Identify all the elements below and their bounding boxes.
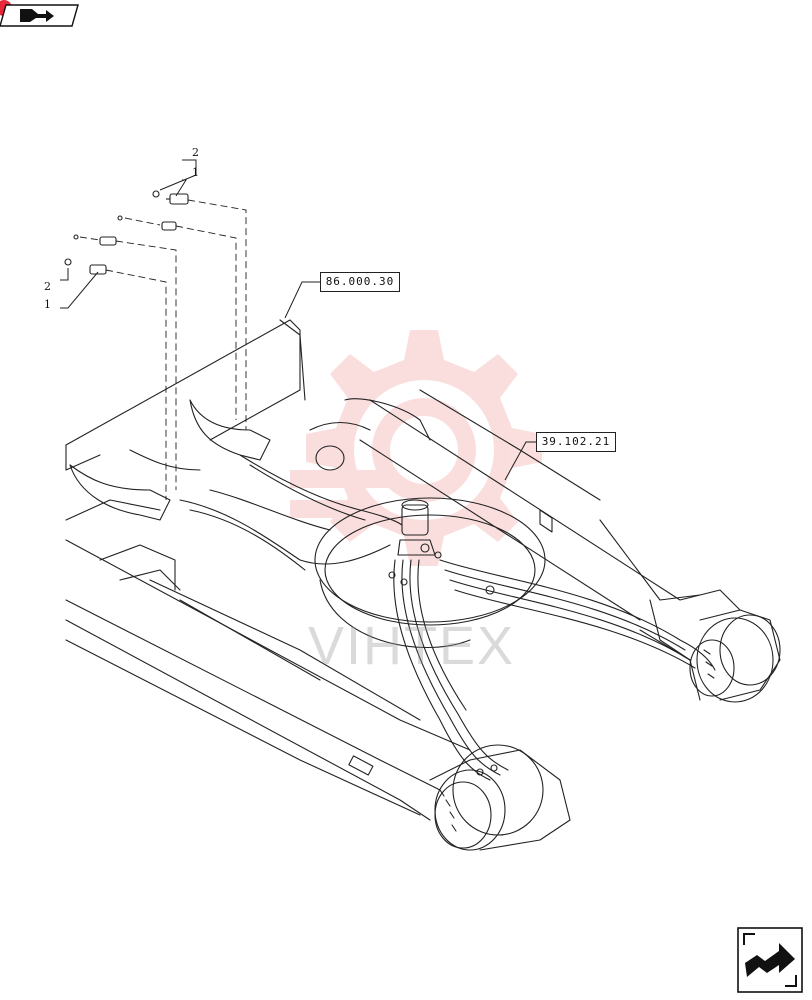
gear-logo-icon <box>290 330 542 566</box>
reference-callout-86-000-30[interactable]: 86.000.30 <box>320 272 400 292</box>
item-number-1-lower: 1 <box>44 298 51 311</box>
watermark-text: VIHTEX <box>308 616 516 676</box>
fittings-exploded <box>64 190 189 275</box>
item-number-2-upper: 2 <box>192 146 199 159</box>
item-number-2-lower: 2 <box>44 280 51 293</box>
forward-arrow-icon <box>737 927 803 993</box>
reference-callout-39-102-21[interactable]: 39.102.21 <box>536 432 616 452</box>
callout-leaders <box>60 159 536 481</box>
forward-arrow-icon <box>0 0 79 27</box>
assembly-leader-lines <box>79 199 247 500</box>
nav-back-button[interactable] <box>0 0 80 28</box>
item-number-1-upper: 1 <box>192 166 199 179</box>
nav-forward-button[interactable] <box>735 925 805 995</box>
